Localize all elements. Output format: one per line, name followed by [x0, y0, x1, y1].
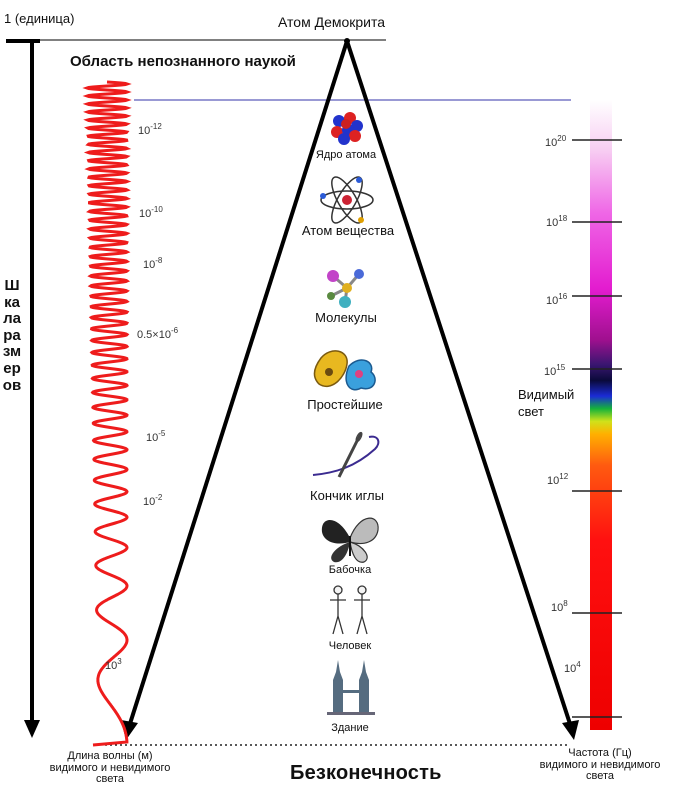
unknown-region-label: Область непознанного наукой — [70, 53, 296, 70]
butterfly-icon — [321, 517, 379, 563]
triangle-apex — [344, 38, 350, 44]
wavelength-exponent-1: 10-12 — [138, 122, 162, 137]
spectrum-ticks — [572, 139, 622, 718]
towers-icon — [327, 660, 375, 715]
needle-icon — [312, 431, 380, 478]
wavelength-exponent-6: 10-2 — [143, 493, 163, 508]
atom-icon — [320, 176, 374, 224]
wavelength-axis-label: Длина волны (м) видимого и невидимого св… — [30, 750, 190, 786]
frequency-exponent-2: 1018 — [546, 214, 568, 229]
visible-light-line1: Видимый — [518, 387, 575, 402]
frequency-exponent-1: 1020 — [545, 134, 567, 149]
wavelength-exponent-2: 10-10 — [139, 205, 163, 220]
frequency-exponent-5: 1012 — [547, 472, 569, 487]
wavelength-exponent-5: 10-5 — [146, 429, 166, 444]
frequency-exponent-7: 104 — [564, 660, 581, 675]
infinity-label: Безконечность — [290, 762, 442, 784]
object-label-nucleus: Ядро атома — [315, 149, 377, 161]
wavelength-exponent-7: 103 — [105, 657, 122, 672]
frequency-exponent-4: 1015 — [544, 363, 566, 378]
frequency-exponent-3: 1016 — [546, 292, 568, 307]
triangle-right-side — [345, 40, 574, 731]
object-label-needle-tip: Кончик иглы — [310, 488, 384, 503]
object-label-molecules: Молекулы — [315, 310, 377, 325]
frequency-axis-line3: света — [585, 770, 614, 783]
wavelength-axis-line3: света — [95, 773, 124, 786]
protozoa-icon — [313, 350, 376, 391]
object-label-atom: Атом вещества — [301, 223, 395, 238]
wavelength-axis-line1: Длина волны (м) — [67, 750, 153, 762]
size-scale-arrowhead — [24, 720, 40, 738]
visible-light-line2: свет — [518, 403, 545, 419]
frequency-exponent-6: 108 — [551, 599, 568, 614]
wavelength-exponent-4: 0.5×10-6 — [137, 326, 179, 341]
object-label-butterfly: Бабочка — [328, 564, 372, 576]
triangle-right-arrowhead — [562, 720, 579, 740]
frequency-axis-line2: видимого и невидимого — [539, 758, 661, 771]
wavelength-exponent-3: 10-8 — [143, 256, 163, 271]
human-figures-icon — [330, 585, 370, 635]
wavelength-axis-line2: видимого и невидимого — [49, 761, 171, 774]
frequency-spectrum-bar — [590, 100, 612, 730]
frequency-axis-label: Частота (Гц) видимого и невидимого света — [525, 747, 675, 783]
molecule-icon — [327, 269, 364, 308]
triangle-left-side — [126, 40, 349, 731]
democritus-atom-label: Атом Демокрита — [278, 14, 386, 30]
object-label-building: Здание — [331, 722, 369, 734]
object-label-human: Человек — [328, 640, 372, 652]
size-scale-title: Шкала размеров — [2, 277, 22, 394]
visible-light-label: Видимый свет — [518, 387, 588, 421]
object-label-protozoa: Простейшие — [307, 397, 383, 412]
atomic-nucleus-icon — [331, 112, 363, 145]
wavelength-wave — [82, 80, 132, 747]
unit-label: 1 (единица) — [4, 11, 75, 26]
frequency-axis-line1: Частота (Гц) — [568, 747, 632, 759]
